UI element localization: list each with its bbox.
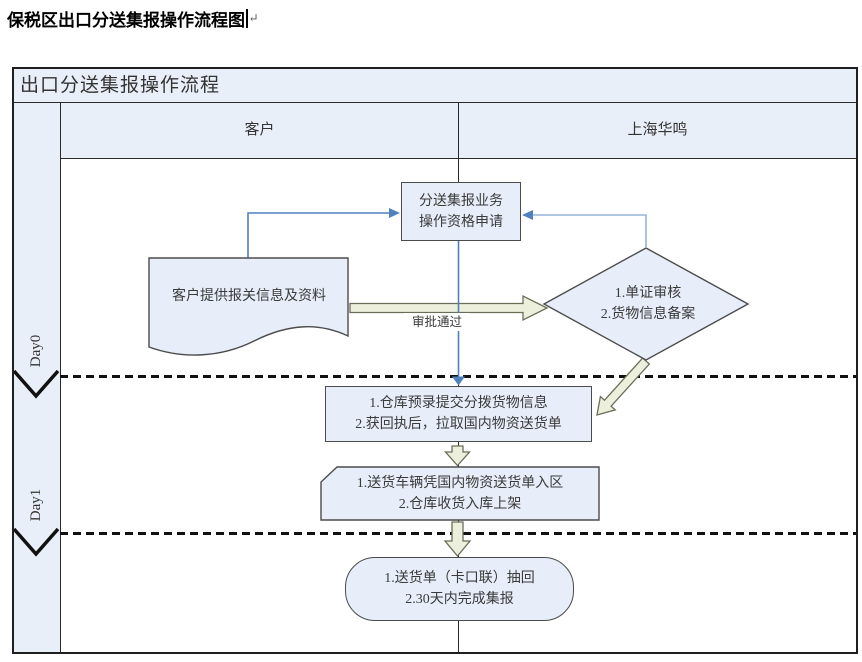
- approval-edge-label: 审批通过: [404, 313, 470, 331]
- node-completion[interactable]: 1.送货单（卡口联）抽回 2.30天内完成集报: [345, 557, 574, 621]
- diamond-line1: 1.单证审核: [614, 286, 682, 301]
- grid-line-under-header: [12, 102, 858, 103]
- page-title[interactable]: 保税区出口分送集报操作流程图 ↵: [7, 6, 259, 31]
- decision-diamond-label: 1.单证审核 2.货物信息备案: [576, 279, 720, 329]
- grid-line-sidebar: [60, 102, 61, 654]
- node-warehouse-line1: 1.仓库预录提交分拨货物信息: [369, 396, 548, 411]
- arrowhead-into-qualification-right: [522, 210, 533, 220]
- block-arrow-review-to-warehouse: [596, 357, 651, 416]
- column-header-company: 上海华鸣: [627, 122, 688, 138]
- document-shape-text: 客户提供报关信息及资料: [172, 288, 326, 304]
- paragraph-mark-icon: ↵: [248, 11, 259, 25]
- text-cursor: [246, 9, 248, 28]
- day-lane-sidebar: [14, 103, 60, 652]
- grid-line-under-column-headers: [60, 158, 858, 159]
- card-line2: 2.仓库收货入库上架: [398, 497, 522, 512]
- connector-document-to-qualification: [247, 212, 390, 258]
- flow-title: 出口分送集报操作流程: [20, 75, 221, 96]
- card-line1: 1.送货车辆凭国内物资送货单入区: [356, 476, 564, 491]
- node-warehouse-line2: 2.获回执后，拉取国内物资送货单: [355, 417, 562, 432]
- card-shape-label: 1.送货车辆凭国内物资送货单入区 2.仓库收货入库上架: [325, 469, 595, 519]
- column-header-cell-customer: [61, 103, 458, 158]
- node-qualification-application[interactable]: 分送集报业务 操作资格申请: [401, 182, 521, 241]
- column-header-cell-company: [459, 103, 856, 158]
- node-completion-line1: 1.送货单（卡口联）抽回: [384, 571, 535, 586]
- page-title-text: 保税区出口分送集报操作流程图: [7, 11, 245, 30]
- flow-header-bar: [14, 69, 856, 102]
- node-qualification-line1: 分送集报业务: [419, 193, 503, 209]
- document-shape-label: 客户提供报关信息及资料: [152, 272, 346, 320]
- connector-review-to-qualification: [531, 214, 647, 247]
- lane-label-day1: Day1: [27, 488, 44, 522]
- lane-label-day0: Day0: [27, 334, 44, 368]
- column-header-customer: 客户: [244, 122, 275, 138]
- node-qualification-line2: 操作资格申请: [419, 214, 503, 230]
- node-completion-line2: 2.30天内完成集报: [405, 592, 514, 607]
- diamond-line2: 2.货物信息备案: [600, 307, 696, 322]
- arrowhead-into-qualification-left: [389, 208, 400, 218]
- node-warehouse-entry[interactable]: 1.仓库预录提交分拨货物信息 2.获回执后，拉取国内物资送货单: [325, 386, 592, 442]
